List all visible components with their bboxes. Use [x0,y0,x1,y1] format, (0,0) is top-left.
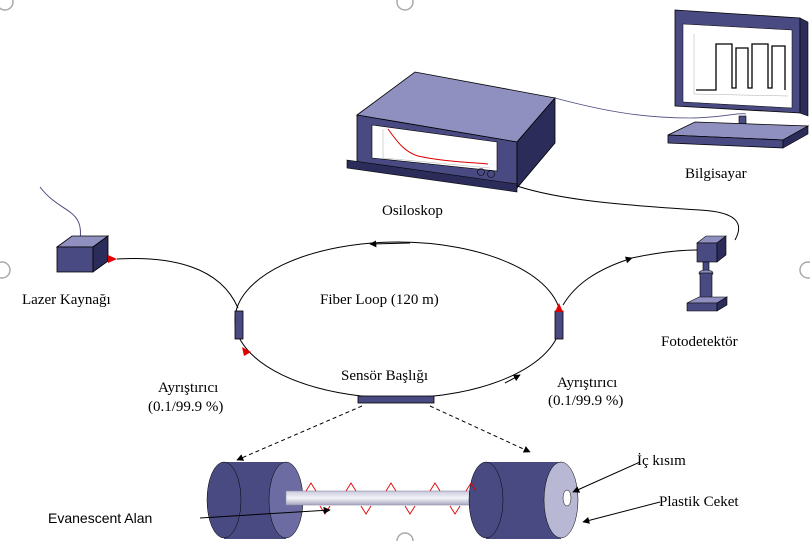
oscilloscope-label: Osiloskop [382,203,443,219]
core-pointer [573,462,640,492]
splitter-right-label: Ayrıştırıcı [557,375,617,391]
photodetector-label: Fotodetektör [661,334,738,350]
oscilloscope [347,72,555,192]
computer-label: Bilgisayar [685,166,747,182]
splitter-left [235,311,251,356]
photodetector [687,236,727,311]
oscilloscope-cable [517,186,739,240]
core-label: İç kısım [637,453,686,469]
sensor-head-label: Sensör Başlığı [341,368,428,384]
handle-left-mid-icon [0,262,10,278]
jacket-pointer [583,502,660,522]
laser-source [40,187,238,308]
splitter-right-red-arrow-icon [555,303,563,312]
right-cap-face [544,462,578,538]
handle-top-left-icon [0,0,13,10]
computer [555,10,808,148]
splitter-left-ratio: (0.1/99.9 %) [148,399,223,415]
computer-screen [683,24,792,108]
loop-arrow-bottom-icon [505,375,520,383]
handle-top-mid-icon [397,0,413,10]
splitter-right [555,250,697,339]
fiber-core-rod [286,491,486,505]
zoom-lines [237,406,530,460]
sensor-head [358,396,434,403]
laser-label: Lazer Kaynağı [22,292,111,308]
handle-right-mid-icon [800,262,810,278]
fiber-loop-label: Fiber Loop (120 m) [320,292,439,308]
laser-output-arrow-icon [108,255,117,263]
splitter-right-ratio: (0.1/99.9 %) [548,393,623,409]
splitter-left-label: Ayrıştırıcı [158,380,218,396]
evanescent-label: Evanescent Alan [48,510,152,526]
jacket-label: Plastik Ceket [659,494,739,510]
sensor-head-detail [207,462,578,539]
handle-bottom-mid-icon [397,533,413,541]
core-hole [563,490,571,506]
